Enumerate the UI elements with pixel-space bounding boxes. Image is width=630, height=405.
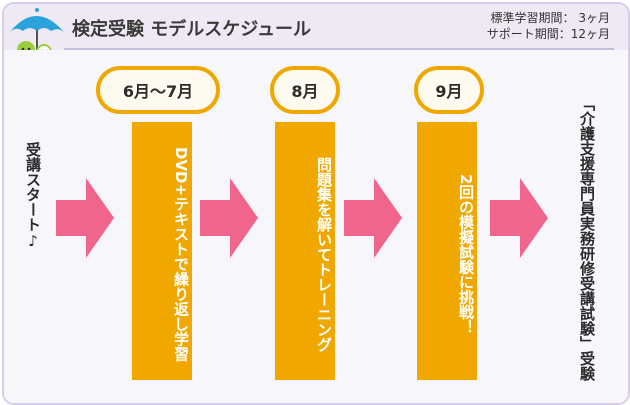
step-1-period: 6月〜7月 (96, 66, 220, 114)
study-period-info: 標準学習期間： 3ヶ月 サポート期間：12ヶ月 (487, 10, 610, 42)
step-2-column: 問題集を解いてトレーニング (275, 122, 335, 380)
start-label: 受講スタート♪ (24, 142, 42, 250)
exam-label: 「介護支援専門員実務研修受講試験」受験 (578, 96, 596, 381)
step-3-column: 2回の模擬試験に挑戦！ (417, 122, 477, 380)
step-2-text: 問題集を解いてトレーニング (315, 156, 333, 352)
step-1-text: DVD+テキストで繰り返し学習 (172, 146, 190, 362)
arrow-right-icon (344, 178, 402, 258)
arrow-right-icon (490, 178, 548, 258)
page-title: 検定受験 モデルスケジュール (72, 19, 312, 40)
header-bar: 検定受験 モデルスケジュール 標準学習期間： 3ヶ月 サポート期間：12ヶ月 (4, 4, 628, 60)
header-divider (64, 48, 614, 50)
arrow-right-icon (200, 178, 258, 258)
standard-period-text: 標準学習期間： 3ヶ月 (490, 11, 610, 25)
arrow-right-icon (56, 178, 114, 258)
step-3-text: 2回の模擬試験に挑戦！ (457, 173, 475, 335)
support-period-text: サポート期間：12ヶ月 (486, 27, 610, 41)
step-1-column: DVD+テキストで繰り返し学習 (132, 122, 192, 380)
step-2-period: 8月 (270, 66, 340, 114)
step-3-period: 9月 (414, 66, 484, 114)
